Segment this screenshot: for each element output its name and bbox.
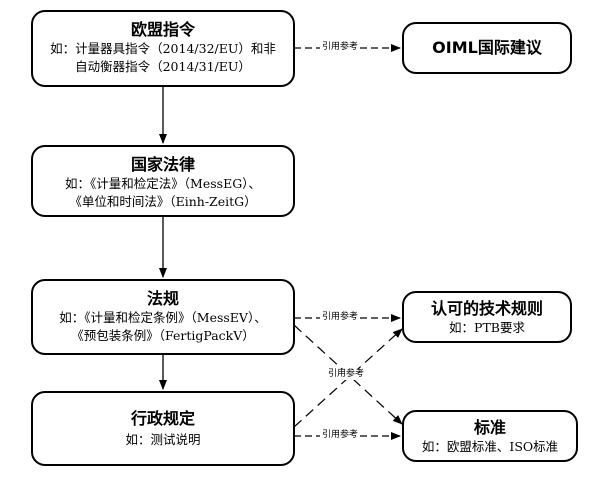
node-title: OIML国际建议 <box>432 38 542 57</box>
node-title: 欧盟指令 <box>130 20 195 39</box>
node-regulation: 法规 如：《计量和检定条例》（MessEV）、 《预包装条例》（FertigPa… <box>31 279 295 355</box>
node-line: 如：计量器具指令（2014/32/EU）和非 <box>50 41 276 56</box>
node-line: 如：欧盟标准、ISO标准 <box>421 439 559 454</box>
node-title: 标准 <box>473 418 506 437</box>
node-eu-directive: 欧盟指令 如：计量器具指令（2014/32/EU）和非 自动衡器指令（2014/… <box>31 10 295 87</box>
node-title: 认可的技术规则 <box>430 299 543 318</box>
node-title: 国家法律 <box>130 155 195 174</box>
edge-label-eu-oiml: 引用参考 <box>320 42 361 53</box>
node-national-law: 国家法律 如：《计量和检定法》（MessEG）、 《单位和时间法》（Einh-Z… <box>31 145 295 217</box>
node-admin-rules: 行政规定 如：测试说明 <box>31 391 295 466</box>
node-line: 《单位和时间法》（Einh-ZeitG） <box>69 194 257 209</box>
node-line: 如：PTB要求 <box>449 320 525 335</box>
node-line: 如：《计量和检定条例》（MessEV）、 <box>59 310 267 325</box>
edge-label-admin-standards: 引用参考 <box>320 430 361 441</box>
node-oiml: OIML国际建议 <box>402 22 572 74</box>
node-line: 自动衡器指令（2014/31/EU） <box>75 59 251 74</box>
node-line: 《预包装条例》（FertigPackV） <box>71 328 255 343</box>
edge-label-cross: 引用参考 <box>326 369 367 380</box>
node-tech-rules: 认可的技术规则 如：PTB要求 <box>402 291 572 343</box>
node-title: 行政规定 <box>130 409 195 428</box>
node-line: 如：测试说明 <box>125 432 201 447</box>
edge-label-regulation-tech: 引用参考 <box>320 312 361 323</box>
node-line: 如：《计量和检定法》（MessEG）、 <box>65 176 261 191</box>
node-title: 法规 <box>146 289 179 308</box>
node-standards: 标准 如：欧盟标准、ISO标准 <box>402 410 578 462</box>
